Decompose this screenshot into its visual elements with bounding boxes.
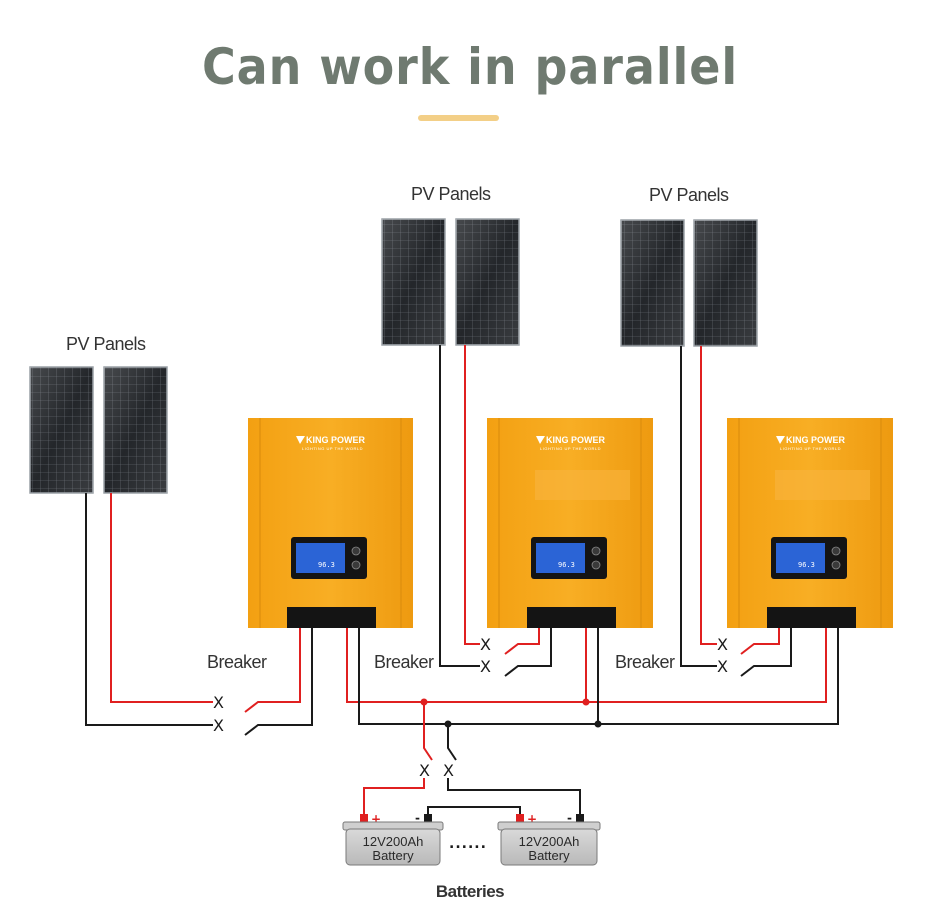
lcd-screen (776, 543, 825, 573)
pv2-negative-wire (439, 345, 480, 667)
breaker-label: Breaker (374, 652, 434, 672)
breaker-switch-icon: X (717, 635, 728, 654)
breaker-switch-icon: X (443, 761, 454, 780)
inv1-pv-negative-wire (244, 628, 313, 736)
pv1-positive-wire (110, 493, 213, 703)
breaker-switch-icon: X (213, 693, 224, 712)
lcd-readout: 96.3 (318, 561, 335, 569)
terminal-cover (767, 607, 856, 628)
pv-label: PV Panels (66, 334, 146, 354)
brand-tagline: LIGHTING UP THE WORLD (540, 446, 601, 451)
pv2-positive-wire (464, 345, 480, 645)
solar-panel (381, 218, 446, 346)
brand-label: KING POWER (546, 435, 606, 445)
brand-label: KING POWER (786, 435, 846, 445)
inv2-pv-negative-wire (504, 628, 552, 677)
breaker-3: Breaker X X (615, 635, 728, 676)
inverter-3: KING POWER LIGHTING UP THE WORLD 96.3 (727, 418, 893, 628)
breaker-1: Breaker X X (207, 652, 268, 735)
terminal-cover (527, 607, 616, 628)
wiring (85, 345, 839, 818)
negative-terminal (424, 814, 432, 822)
lcd-screen (296, 543, 345, 573)
positive-terminal (516, 814, 524, 822)
battery-capacity: 12V200Ah (363, 834, 424, 849)
solar-panel (455, 218, 520, 346)
page-title: Can work in parallel (201, 38, 739, 96)
breaker-switch-icon: X (419, 761, 430, 780)
minus-sign: - (567, 811, 572, 825)
breaker-switch-icon: X (480, 657, 491, 676)
battery-2: + - 12V200Ah Battery (497, 811, 601, 866)
king-power-logo-icon (296, 436, 305, 444)
brand-tagline: LIGHTING UP THE WORLD (780, 446, 841, 451)
control-button (591, 560, 601, 570)
battery2-negative-wire (447, 778, 581, 818)
control-button (351, 560, 361, 570)
lcd-screen (536, 543, 585, 573)
battery-ellipsis: ...... (449, 836, 487, 852)
solar-panel (693, 219, 758, 347)
battery-capacity: 12V200Ah (519, 834, 580, 849)
battery-name: Battery (528, 848, 570, 863)
solar-panel (29, 366, 94, 494)
breaker-switch-icon: X (213, 716, 224, 735)
pv-label: PV Panels (649, 185, 729, 205)
pv3-negative-wire (680, 346, 717, 667)
pv3-positive-wire (700, 346, 717, 645)
battery-breaker: X X (419, 761, 454, 780)
battery-1: + - 12V200Ah Battery (342, 811, 444, 866)
breaker-switch-icon: X (480, 635, 491, 654)
inv1-pv-positive-wire (244, 628, 301, 713)
battery-series-link (427, 806, 521, 818)
inverter-1: KING POWER LIGHTING UP THE WORLD 96.3 (248, 418, 413, 628)
inv3-pv-negative-wire (740, 628, 792, 677)
inverter-2: KING POWER LIGHTING UP THE WORLD 96.3 (487, 418, 653, 628)
pv-label: PV Panels (411, 184, 491, 204)
king-power-logo-icon (776, 436, 785, 444)
brand-label: KING POWER (306, 435, 366, 445)
control-button (831, 560, 841, 570)
plus-sign: + (371, 812, 381, 826)
lcd-readout: 96.3 (558, 561, 575, 569)
minus-sign: - (415, 811, 420, 825)
solar-panel (103, 366, 168, 494)
title-accent-bar (418, 115, 499, 121)
breaker-switch-icon: X (717, 657, 728, 676)
control-button (351, 546, 361, 556)
batteries-label: Batteries (436, 882, 504, 901)
battery-name: Battery (372, 848, 414, 863)
pv-group-2: PV Panels (381, 184, 520, 346)
control-button (591, 546, 601, 556)
inv3-pv-positive-wire (740, 628, 780, 655)
plus-sign: + (527, 812, 537, 826)
negative-terminal (576, 814, 584, 822)
pv-group-3: PV Panels (620, 185, 758, 347)
king-power-logo-icon (536, 436, 545, 444)
brand-tagline: LIGHTING UP THE WORLD (302, 446, 363, 451)
breaker-2: Breaker X X (374, 635, 491, 676)
inv2-pv-positive-wire (504, 628, 540, 655)
breaker-label: Breaker (207, 652, 267, 672)
positive-terminal (360, 814, 368, 822)
terminal-cover (287, 607, 376, 628)
breaker-label: Breaker (615, 652, 675, 672)
battery1-positive-wire (363, 778, 425, 818)
lcd-readout: 96.3 (798, 561, 815, 569)
solar-panel (620, 219, 685, 347)
control-button (831, 546, 841, 556)
pv1-negative-wire (85, 493, 213, 726)
pv-group-1: PV Panels (29, 334, 168, 494)
